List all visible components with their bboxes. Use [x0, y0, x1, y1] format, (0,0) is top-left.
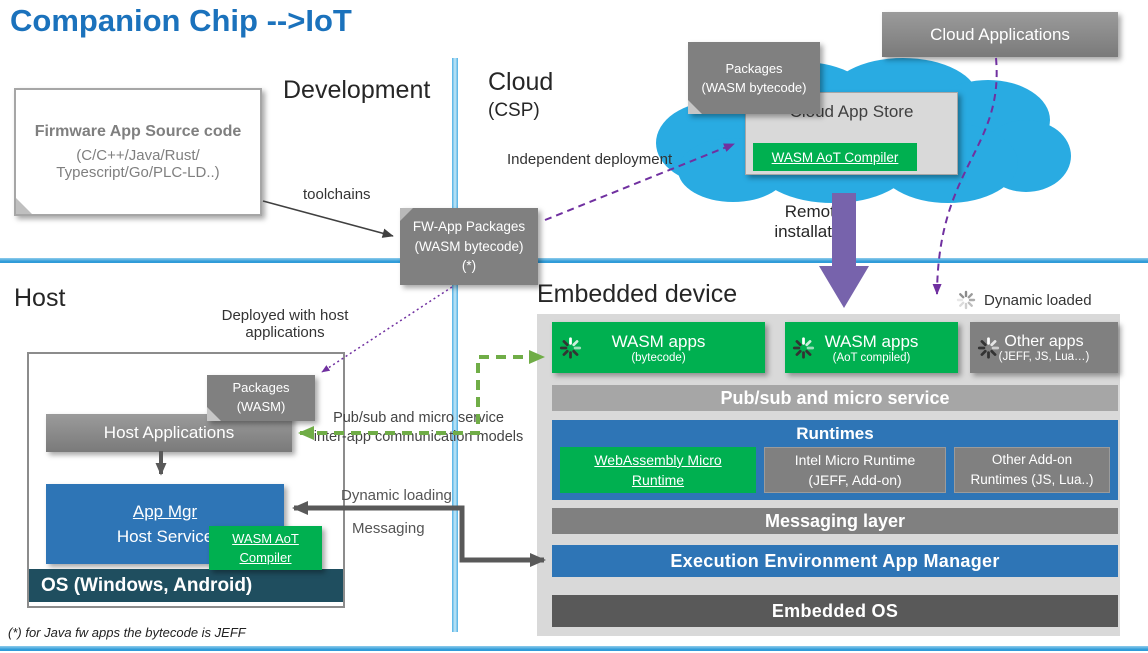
deployed-line1: Deployed with host	[221, 307, 349, 324]
runtimes-block: Runtimes WebAssembly Micro Runtime Intel…	[552, 420, 1118, 500]
remote-line2: installation	[774, 222, 855, 241]
other-apps-sub: (JEFF, JS, Lua…)	[998, 350, 1090, 363]
wamr-box: WebAssembly Micro Runtime	[560, 447, 756, 493]
independent-deployment-label: Independent deployment	[507, 151, 673, 168]
wasm-apps-aot-sub: (AoT compiled)	[832, 351, 911, 364]
wasm-apps-aot-box: WASM apps (AoT compiled)	[785, 322, 958, 373]
host-aot-compiler-line1: WASM AoT	[232, 530, 299, 546]
fw-app-packages-line1: FW-App Packages	[412, 219, 526, 235]
other-runtimes-line1: Other Add-on	[991, 452, 1073, 468]
fw-app-packages-line2: (WASM bytecode)	[414, 238, 524, 254]
pubsub-service-bar: Pub/sub and micro service	[552, 385, 1118, 411]
pubsub-models-line1: Pub/sub and micro service	[333, 410, 504, 426]
vertical-divider	[452, 58, 458, 632]
firmware-source-line2: (C/C++/Java/Rust/	[76, 147, 200, 164]
embedded-device-panel: WASM apps (bytecode) WASM apps (AoT comp…	[537, 314, 1120, 636]
page-title: Companion Chip -->IoT	[10, 3, 352, 38]
loading-spinner-icon	[956, 290, 976, 310]
bottom-border-line	[0, 646, 1148, 651]
other-runtimes-line2: Runtimes (JS, Lua..)	[970, 472, 1094, 487]
horizontal-divider	[0, 258, 1148, 263]
host-packages-note: Packages (WASM)	[207, 375, 315, 421]
dynamic-loaded-label: Dynamic loaded	[984, 292, 1092, 309]
remote-installation-label: Remote installation	[742, 202, 887, 242]
folded-corner-icon	[207, 407, 221, 421]
app-mgr-line1: App Mgr	[132, 501, 198, 521]
wasm-apps-bytecode-title: WASM apps	[611, 331, 706, 351]
embedded-os-label: Embedded OS	[771, 600, 899, 621]
folded-corner-icon	[400, 208, 413, 221]
folded-corner-icon	[688, 100, 702, 114]
pubsub-service-label: Pub/sub and micro service	[720, 387, 950, 408]
pubsub-models-line2: inter-app communication models	[313, 428, 524, 445]
pubsub-models-label: Pub/sub and micro service inter-app comm…	[296, 409, 541, 447]
runtimes-title: Runtimes	[796, 424, 874, 443]
deployed-line2: applications	[245, 324, 325, 341]
cloud-packages-line1: Packages	[725, 60, 783, 76]
cloud-packages-note: Packages (WASM bytecode)	[688, 42, 820, 114]
firmware-source-box: Firmware App Source code (C/C++/Java/Rus…	[14, 88, 262, 216]
deployed-with-host-label: Deployed with host applications	[195, 307, 375, 341]
exec-env-app-manager-bar: Execution Environment App Manager	[552, 545, 1118, 577]
loading-spinner-icon	[559, 336, 582, 359]
host-packages-line1: Packages	[232, 380, 290, 396]
messaging-layer-label: Messaging layer	[764, 510, 906, 531]
wamr-line2: Runtime	[631, 472, 685, 488]
messaging-layer-bar: Messaging layer	[552, 508, 1118, 534]
host-applications-label: Host Applications	[103, 423, 235, 442]
remote-line1: Remote	[784, 202, 845, 221]
host-aot-compiler-box: WASM AoT Compiler	[209, 526, 322, 570]
footnote: (*) for Java fw apps the bytecode is JEF…	[8, 625, 246, 640]
dynamic-loading-label: Dynamic loading	[341, 487, 452, 504]
messaging-label: Messaging	[352, 520, 425, 537]
intel-runtime-box: Intel Micro Runtime (JEFF, Add-on)	[764, 447, 946, 493]
section-label-development: Development	[283, 76, 431, 104]
intel-runtime-line2: (JEFF, Add-on)	[808, 472, 902, 488]
app-mgr-line2: Host Service	[116, 527, 214, 546]
firmware-source-line3: Typescript/Go/PLC-LD..)	[56, 164, 220, 181]
cloud-aot-compiler-label: WASM AoT Compiler	[771, 149, 899, 165]
wasm-apps-aot-title: WASM apps	[824, 331, 919, 351]
host-os-bar: OS (Windows, Android)	[29, 569, 343, 602]
other-apps-box: Other apps (JEFF, JS, Lua…)	[970, 322, 1118, 373]
other-runtimes-box: Other Add-on Runtimes (JS, Lua..)	[954, 447, 1110, 493]
firmware-source-title: Firmware App Source code	[34, 123, 242, 140]
toolchains-arrow	[262, 200, 394, 238]
folded-corner-icon	[16, 198, 32, 214]
loading-spinner-icon	[977, 336, 1000, 359]
other-apps-title: Other apps	[1004, 332, 1084, 350]
cloud-applications-label: Cloud Applications	[930, 24, 1070, 44]
cloud-applications-box: Cloud Applications	[882, 12, 1118, 57]
section-label-embedded-device: Embedded device	[537, 280, 738, 308]
toolchains-label: toolchains	[303, 186, 371, 203]
exec-env-app-manager-label: Execution Environment App Manager	[670, 550, 1000, 571]
cloud-app-store-title: Cloud App Store	[789, 102, 914, 121]
wamr-line1: WebAssembly Micro	[594, 451, 722, 468]
loading-spinner-icon	[792, 336, 815, 359]
cloud-packages-line2: (WASM bytecode)	[701, 80, 807, 95]
section-label-csp: (CSP)	[488, 100, 540, 121]
section-label-host: Host	[14, 284, 66, 312]
fw-app-packages-box: FW-App Packages (WASM bytecode) (*)	[400, 208, 538, 285]
fw-app-packages-line3: (*)	[461, 258, 477, 274]
intel-runtime-line1: Intel Micro Runtime	[794, 451, 916, 468]
host-packages-line2: (WASM)	[236, 399, 286, 414]
section-label-cloud: Cloud	[488, 68, 554, 96]
cloud-aot-compiler-box: WASM AoT Compiler	[753, 143, 917, 171]
embedded-os-bar: Embedded OS	[552, 595, 1118, 627]
host-aot-compiler-line2: Compiler	[239, 550, 292, 565]
host-os-label: OS (Windows, Android)	[41, 575, 253, 596]
wasm-apps-bytecode-box: WASM apps (bytecode)	[552, 322, 765, 373]
wasm-apps-bytecode-sub: (bytecode)	[631, 351, 686, 364]
